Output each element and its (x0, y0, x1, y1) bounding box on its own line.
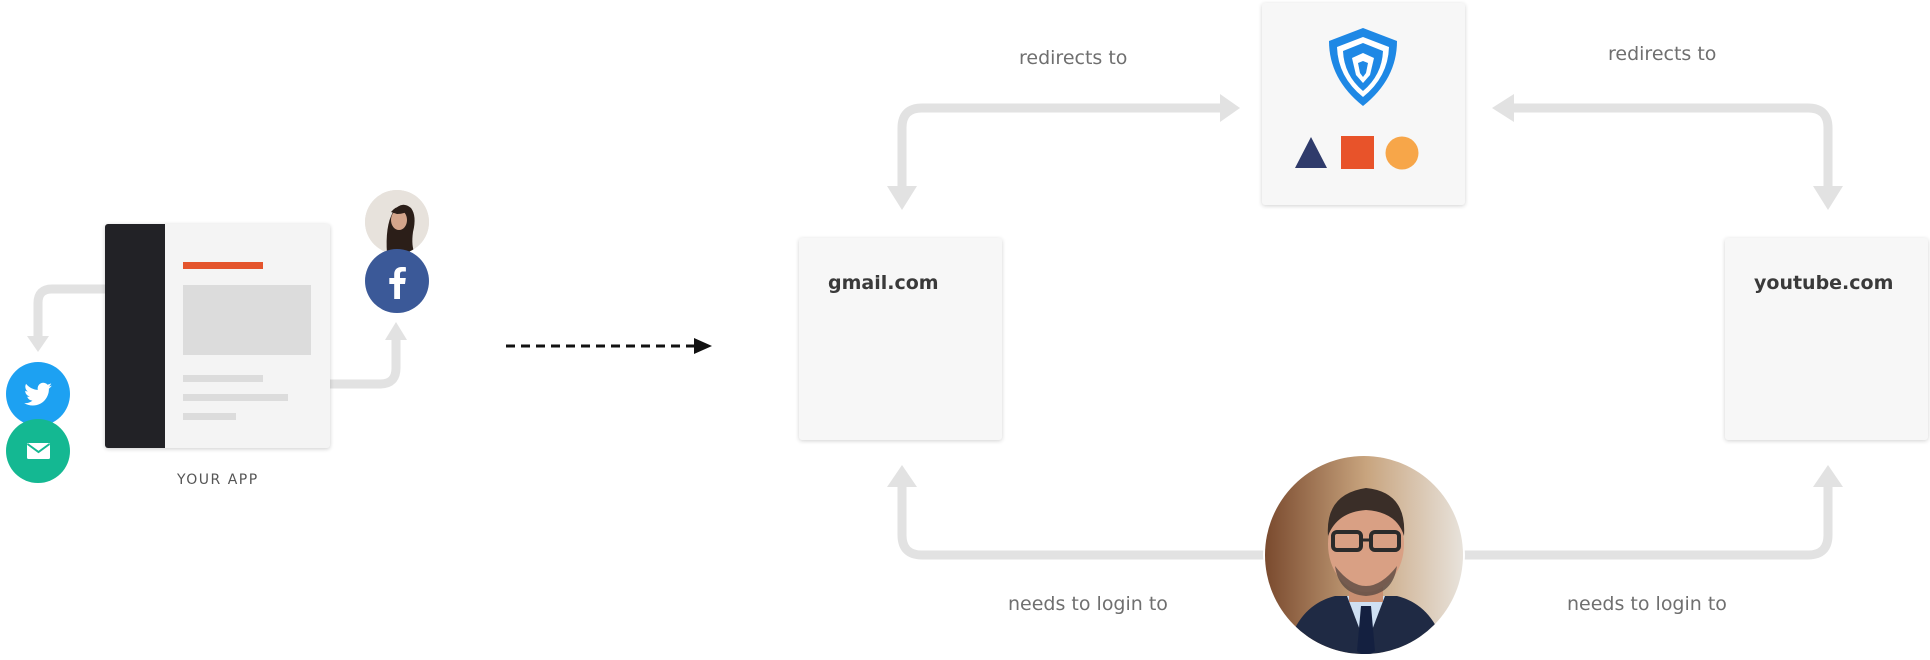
dashed-arrow-head (694, 338, 712, 354)
edge-label-login-right: needs to login to (1567, 593, 1727, 615)
circle-icon (1385, 136, 1419, 170)
site-label-gmail: gmail.com (828, 272, 939, 294)
arrowhead-gmail-bottom (887, 465, 917, 487)
facebook-icon (365, 249, 429, 313)
app-text-line (183, 413, 236, 420)
arrowhead-facebook (385, 322, 407, 340)
arrowhead-redirect-sso (1220, 94, 1240, 122)
edge-label-redirect-left: redirects to (1019, 47, 1128, 69)
connector-redirect-right (1512, 103, 1833, 188)
site-card-youtube: youtube.com (1725, 238, 1928, 440)
site-card-gmail: gmail.com (799, 238, 1002, 440)
app-text-line (183, 375, 263, 382)
connector-app-twitter (33, 284, 107, 338)
arrowhead-youtube-top (1813, 186, 1843, 210)
arrowhead-redirect-sso-right (1492, 94, 1514, 122)
connector-app-facebook (330, 338, 401, 389)
edge-label-redirect-right: redirects to (1608, 43, 1717, 65)
triangle-icon (1294, 135, 1328, 169)
user-avatar-man (1263, 454, 1465, 656)
app-sidebar (105, 224, 165, 448)
connector-login-left (897, 485, 1265, 560)
arrowhead-gmail-top (887, 186, 917, 210)
shield-icon (1324, 25, 1402, 109)
arrowhead-youtube-bottom (1813, 465, 1843, 487)
user-avatar-woman (365, 190, 429, 254)
arrowhead-twitter (27, 336, 49, 352)
app-caption: YOUR APP (177, 472, 259, 488)
connector-login-right (1462, 485, 1833, 560)
site-label-youtube: youtube.com (1754, 272, 1894, 294)
email-icon (6, 419, 70, 483)
app-header-bar (183, 262, 263, 269)
app-text-line (183, 394, 288, 401)
sso-provider-card (1262, 3, 1465, 205)
app-window (105, 224, 330, 448)
app-image-placeholder (183, 285, 311, 355)
twitter-icon (6, 362, 70, 426)
square-icon (1341, 136, 1374, 169)
connector-redirect-left (897, 103, 1222, 188)
edge-label-login-left: needs to login to (1008, 593, 1168, 615)
